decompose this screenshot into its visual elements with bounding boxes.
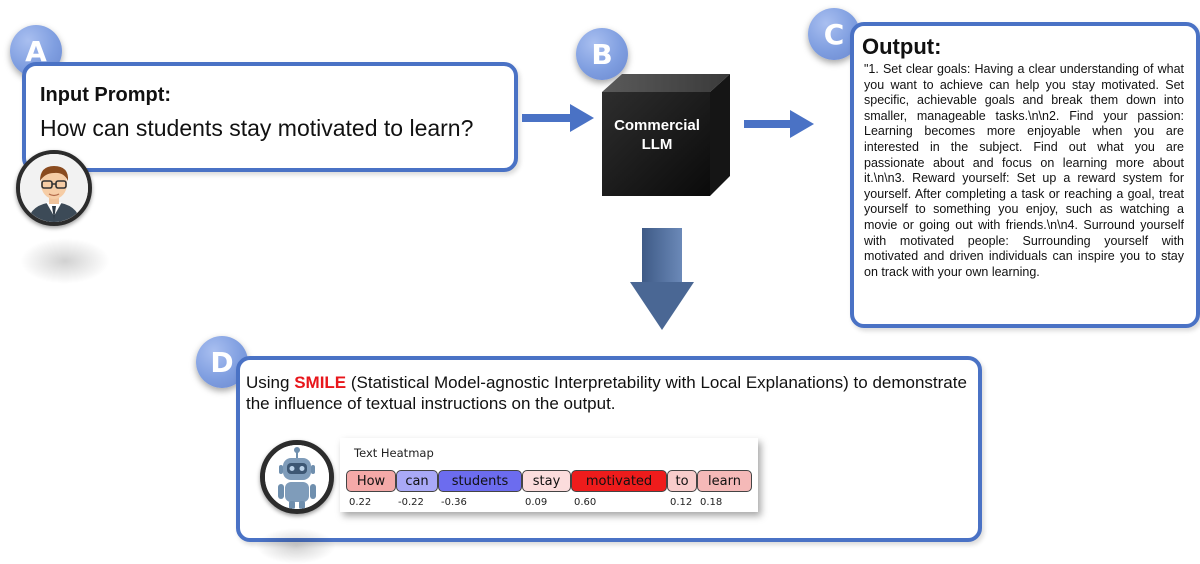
- heatmap-token-learn: learn: [697, 470, 752, 492]
- heatmap-token-how: How: [346, 470, 396, 492]
- avatar-shadow: [20, 238, 110, 284]
- heatmap-value-how: 0.22: [349, 497, 372, 508]
- llm-label: Commercial LLM: [602, 116, 712, 154]
- heatmap-value-to: 0.12: [670, 497, 693, 508]
- heatmap-token-can: can: [396, 470, 438, 492]
- smile-pre: Using: [246, 373, 295, 392]
- llm-label-line2: LLM: [641, 136, 673, 153]
- heatmap-value-stay: 0.09: [525, 497, 548, 508]
- smile-description: Using SMILE (Statistical Model-agnostic …: [246, 372, 968, 414]
- heatmap-token-students: students: [438, 470, 522, 492]
- arrow-down-icon: [642, 228, 682, 284]
- heatmap-value-can: -0.22: [398, 497, 424, 508]
- heatmap-value-learn: 0.18: [700, 497, 723, 508]
- heatmap-token-motivated: motivated: [571, 470, 667, 492]
- robot-avatar-icon: [260, 440, 334, 514]
- llm-cube-icon: [598, 72, 734, 198]
- smile-highlight: SMILE: [294, 373, 347, 392]
- heatmap-value-students: -0.36: [441, 497, 467, 508]
- arrow-right-head-2: [790, 110, 814, 138]
- robot-shadow: [256, 528, 336, 564]
- arrow-right-head: [570, 104, 594, 132]
- smile-post: (Statistical Model-agnostic Interpretabi…: [246, 373, 967, 413]
- output-text: "1. Set clear goals: Having a clear unde…: [864, 62, 1184, 279]
- arrow-right-icon-2: [744, 120, 792, 128]
- input-prompt-box: [22, 62, 518, 172]
- input-prompt-text: How can students stay motivated to learn…: [40, 115, 474, 141]
- heatmap-token-stay: stay: [522, 470, 571, 492]
- llm-label-line1: Commercial: [614, 117, 700, 134]
- user-avatar-icon: [16, 150, 92, 226]
- arrow-right-icon: [522, 114, 572, 122]
- output-box: [850, 22, 1200, 328]
- input-prompt-title: Input Prompt:: [40, 84, 172, 106]
- arrow-down-head: [630, 282, 694, 330]
- heatmap-title: Text Heatmap: [354, 446, 434, 460]
- badge-b: B: [576, 28, 628, 80]
- heatmap-token-to: to: [667, 470, 697, 492]
- heatmap-value-motivated: 0.60: [574, 497, 597, 508]
- output-title: Output:: [862, 34, 942, 59]
